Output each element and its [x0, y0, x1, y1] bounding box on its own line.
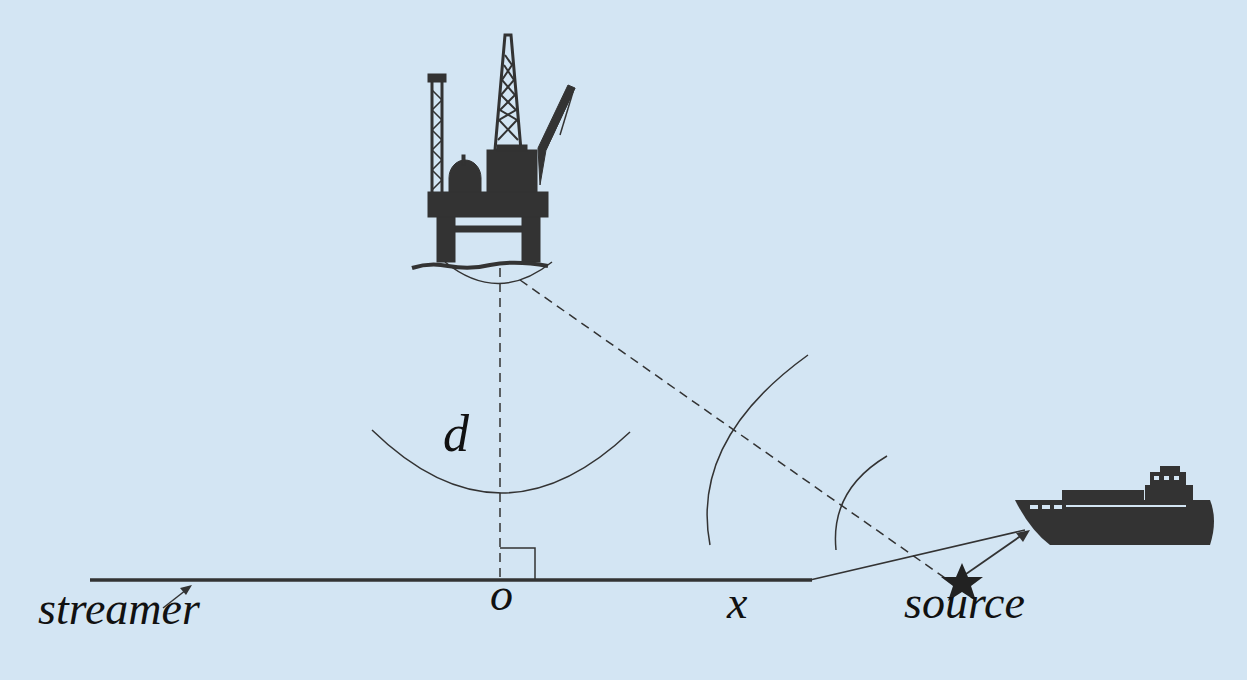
streamer-cable [90, 578, 812, 582]
depth-line [499, 268, 501, 578]
tow-line [810, 530, 1025, 580]
depth-label: d [443, 408, 469, 460]
ship [1015, 466, 1214, 545]
source-tow-line [966, 535, 1022, 574]
ray-line [520, 280, 945, 578]
source-label: source [904, 580, 1025, 626]
streamer-label: streamer [38, 586, 200, 632]
oil-platform [412, 35, 575, 268]
source-arrowhead [1016, 530, 1030, 542]
offset-label: x [727, 580, 747, 626]
origin-label: o [490, 572, 513, 618]
wavefronts [372, 262, 887, 550]
